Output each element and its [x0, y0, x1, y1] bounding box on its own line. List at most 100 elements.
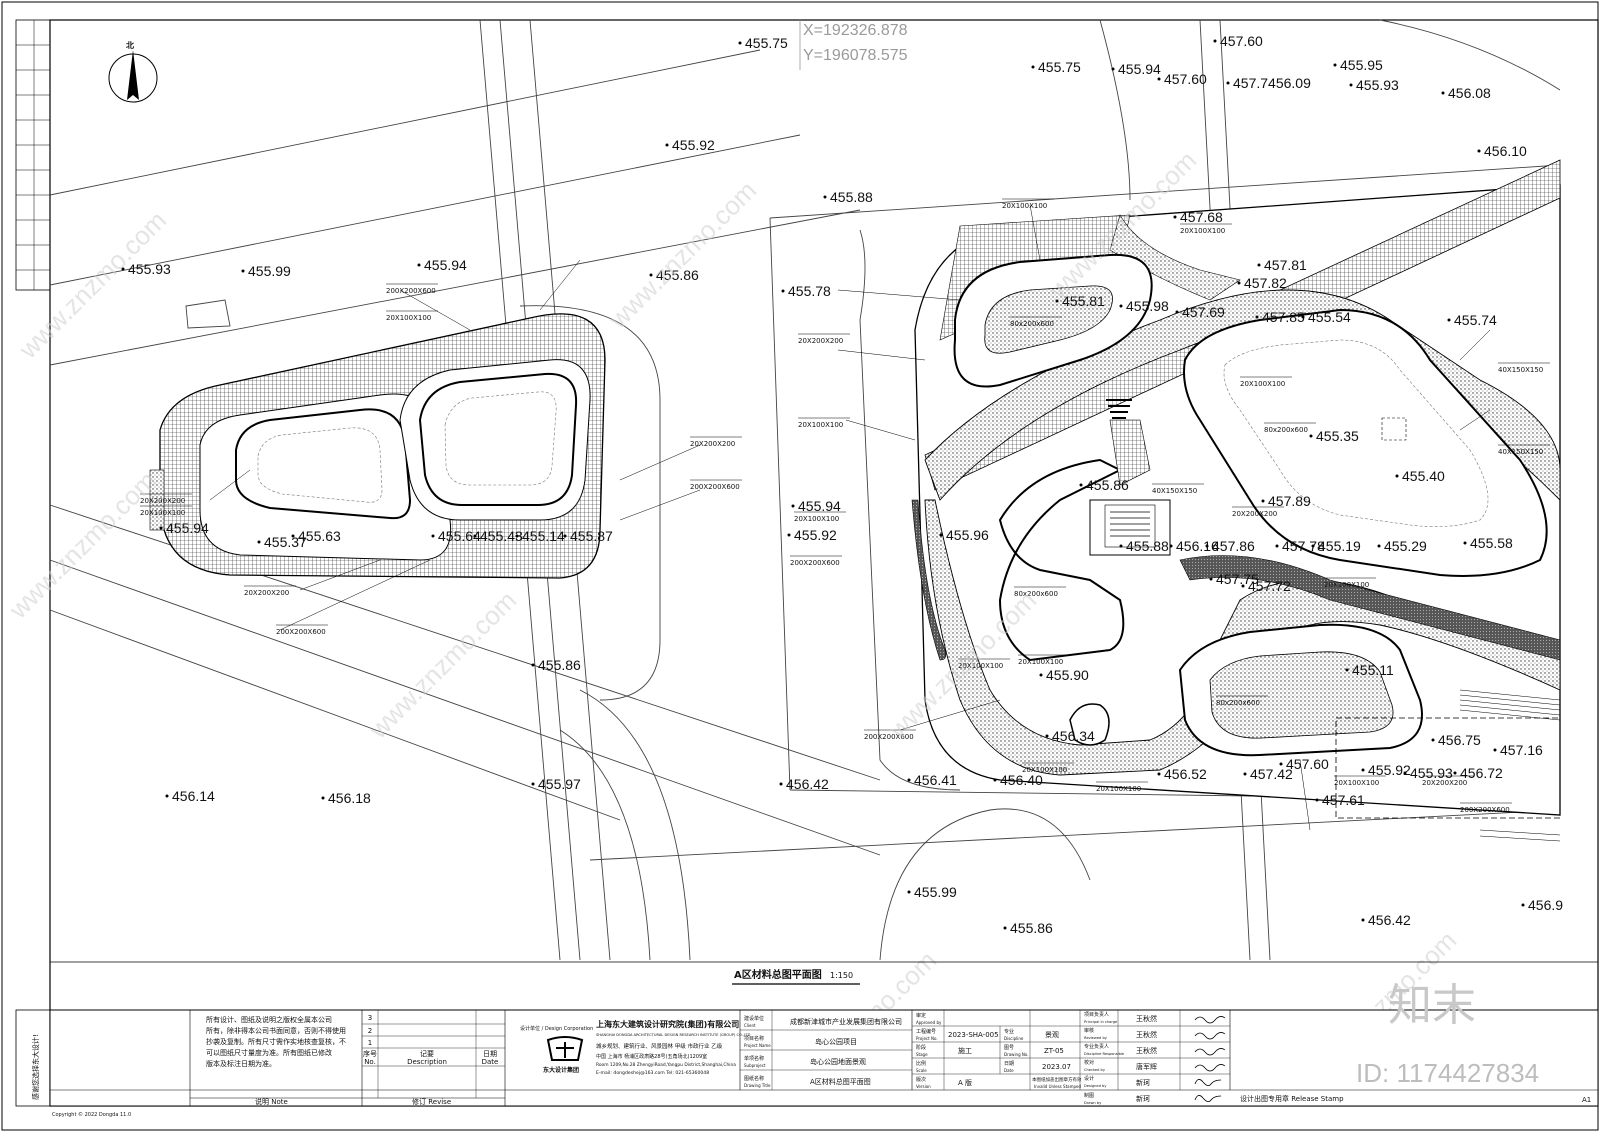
- elevation-marker: [939, 533, 943, 537]
- material-note: 20X100X100: [1022, 766, 1067, 774]
- elevation-label: 457.82: [1244, 275, 1287, 291]
- rev-header-no: 序号: [363, 1049, 377, 1058]
- principal-label-en: Principal in charge: [1084, 1020, 1118, 1024]
- elevation-label: 455.19: [1318, 538, 1361, 554]
- elevation-label: 457.72: [1248, 578, 1291, 594]
- material-note: 200X200X600: [276, 628, 326, 636]
- material-note: 20X100X100: [1324, 581, 1369, 589]
- date: 2023.07: [1042, 1063, 1071, 1071]
- software-note: Copyright © 2022 Dongda 11.0: [52, 1111, 131, 1118]
- elevation-label: 455.99: [248, 263, 291, 279]
- material-note: 20X100X100: [1002, 202, 1047, 210]
- elevation-label: 455.94: [424, 257, 467, 273]
- elevation-marker: [257, 540, 261, 544]
- left-planter: [149, 313, 606, 579]
- address-en: Room 1209,No.28 ZhengyiRoad,Yangpu Distr…: [596, 1062, 736, 1068]
- elevation-label: 455.14: [522, 528, 565, 544]
- elevation-label: 455.99: [914, 884, 957, 900]
- drawing-name-label: 图纸名称: [744, 1075, 764, 1082]
- material-note: 20X100X100: [958, 662, 1003, 670]
- copyright-line: 抄袭及复制。所有尺寸需作实地核查复核，不: [206, 1037, 346, 1046]
- drawing-scale: 1:150: [830, 971, 853, 980]
- elevation-label: 456.34: [1052, 728, 1095, 744]
- elevation-marker: [1079, 483, 1083, 487]
- elevation-marker: [738, 41, 742, 45]
- elevation-label: 456.08: [1448, 85, 1491, 101]
- elevation-label: 455.75: [1038, 59, 1081, 75]
- drawing-no-label-en: Drawing No.: [1004, 1052, 1029, 1057]
- elevation-marker: [665, 143, 669, 147]
- discipline-resp-label-en: Discipline Responsible: [1084, 1052, 1125, 1056]
- elevation-marker: [1349, 83, 1353, 87]
- elevation-marker: [1309, 434, 1313, 438]
- principal: 王秋然: [1136, 1014, 1157, 1023]
- material-note: 20X100X100: [1180, 227, 1225, 235]
- drawing-no: ZT-05: [1044, 1047, 1064, 1055]
- material-note: 80x200x600: [1014, 590, 1058, 598]
- date-label: 日期: [1004, 1061, 1014, 1067]
- drawing-no-label: 图号: [1004, 1045, 1014, 1051]
- elevation-marker: [121, 267, 125, 271]
- elevation-label: 455.93: [1410, 765, 1453, 781]
- elevation-marker: [1241, 584, 1245, 588]
- stage-label-en: Stage: [916, 1052, 928, 1057]
- elevation-marker: [1345, 668, 1349, 672]
- copyright-line: 所有，除非得本公司书面同意，否则不得使用: [206, 1026, 346, 1035]
- elevation-marker: [531, 782, 535, 786]
- elevation-label: 455.86: [538, 657, 581, 673]
- elevation-label: 455.43: [480, 528, 523, 544]
- elevation-label: 455.93: [1356, 77, 1399, 93]
- drafter: 新珂: [1136, 1094, 1150, 1103]
- elevation-label: 457.75: [1216, 571, 1259, 587]
- elevation-marker: [1447, 318, 1451, 322]
- material-note: 20X100X100: [1334, 779, 1379, 787]
- elevation-label: 455.92: [1368, 762, 1411, 778]
- copyright-line: 版本及标注日期为准。: [206, 1059, 276, 1068]
- design-corp-label: 设计单位 / Design Corporation: [520, 1025, 593, 1032]
- elevation-marker: [1361, 768, 1365, 772]
- elevation-label: 456.14: [172, 788, 215, 804]
- discipline-resp: 王秋然: [1136, 1046, 1157, 1055]
- contact: E-mail: dongdeshej@163.com Tel: 021-6536…: [596, 1070, 709, 1076]
- elevation-marker: [649, 273, 653, 277]
- elevation-marker: [1175, 310, 1179, 314]
- material-note: 20X100X100: [794, 515, 839, 523]
- rev-header-date-en: Date: [482, 1058, 499, 1066]
- elevation-marker: [515, 534, 519, 538]
- elevation-label: 457.60: [1220, 33, 1263, 49]
- elevation-marker: [159, 526, 163, 530]
- north-arrow: 北: [108, 40, 158, 103]
- elevation-marker: [787, 533, 791, 537]
- elevation-label: 455.94: [798, 498, 841, 514]
- elevation-label: 455.11: [1352, 662, 1394, 678]
- elevation-label: 455.86: [1086, 477, 1129, 493]
- checker: 唐军辉: [1136, 1062, 1157, 1071]
- elevation-marker: [1237, 281, 1241, 285]
- elevation-label: 456.18: [328, 790, 371, 806]
- material-note: 20X100X100: [798, 421, 843, 429]
- rev-header-date: 日期: [483, 1050, 497, 1058]
- elevation-label: 455.98: [1126, 298, 1169, 314]
- elevation-label: 455.58: [1470, 535, 1513, 551]
- material-note: 20X200X200: [244, 589, 289, 597]
- elevation-marker: [1257, 263, 1261, 267]
- watermark-logo: 知末: [1388, 980, 1476, 1031]
- material-note: 20X200X200: [1232, 510, 1277, 518]
- coord-x: X=192326.878: [803, 22, 908, 39]
- material-note: 200X200X600: [864, 733, 914, 741]
- elevation-label: 456.16: [1176, 538, 1219, 554]
- elevation-marker: [1521, 903, 1525, 907]
- stage-label: 阶段: [916, 1044, 926, 1051]
- elevation-marker: [1209, 577, 1213, 581]
- sheet-size: A1: [1582, 1096, 1591, 1104]
- elevation-marker: [473, 534, 477, 538]
- logo-caption: 东大设计集团: [543, 1066, 579, 1074]
- material-note: 20X200X200: [690, 440, 735, 448]
- watermark-text: www.znzmo.com: [362, 585, 522, 745]
- material-note: 200X200X600: [1460, 806, 1510, 814]
- version: A 版: [958, 1078, 972, 1087]
- elevation-label: 457.81: [1264, 257, 1307, 273]
- elevation-marker: [1173, 215, 1177, 219]
- elevation-marker: [1493, 748, 1497, 752]
- elevation-label: 456.42: [786, 776, 829, 792]
